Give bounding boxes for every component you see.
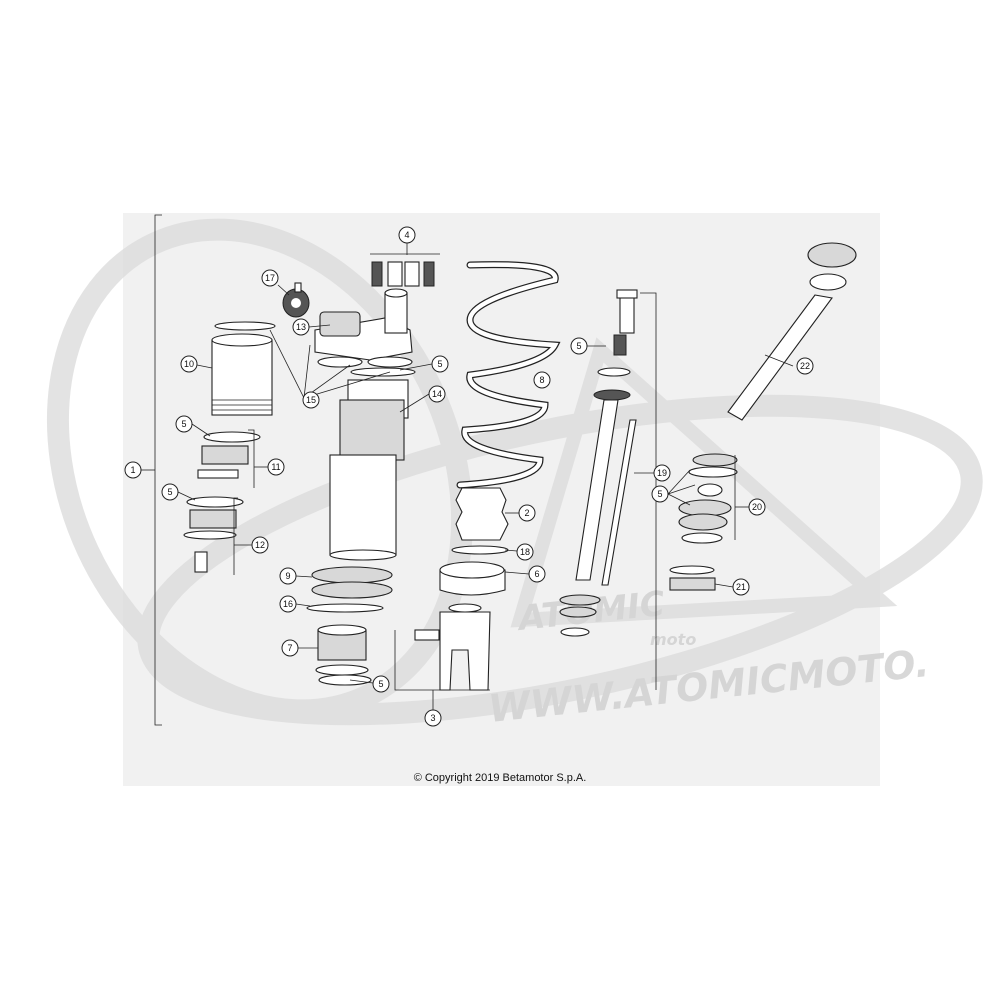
callout-20: 20 xyxy=(748,498,766,516)
part-rod-assembly xyxy=(727,242,857,421)
svg-text:20: 20 xyxy=(752,502,762,512)
callout-5: 5 xyxy=(372,675,390,693)
svg-text:5: 5 xyxy=(657,489,662,499)
callout-6: 6 xyxy=(528,565,546,583)
part-reservoir-head xyxy=(314,288,413,368)
svg-text:15: 15 xyxy=(306,395,316,405)
svg-text:11: 11 xyxy=(271,462,280,472)
svg-text:16: 16 xyxy=(283,599,293,609)
part-spring xyxy=(456,261,561,489)
callout-1: 1 xyxy=(124,461,142,479)
svg-text:6: 6 xyxy=(534,569,539,579)
callout-3: 3 xyxy=(424,709,442,727)
part-valve-group xyxy=(183,496,244,573)
callout-22: 22 xyxy=(796,357,814,375)
callout-12: 12 xyxy=(251,536,269,554)
callout-13: 13 xyxy=(292,318,310,336)
leader-lines xyxy=(177,243,794,710)
svg-text:13: 13 xyxy=(296,322,306,332)
callout-4: 4 xyxy=(398,226,416,244)
callout-19: 19 xyxy=(653,464,671,482)
callout-2: 2 xyxy=(518,504,536,522)
callout-10: 10 xyxy=(180,355,198,373)
part-seal-head xyxy=(315,624,372,686)
part-cylinder xyxy=(211,321,276,416)
part-lower-rings xyxy=(306,566,393,613)
callout-15: 15 xyxy=(302,391,320,409)
svg-text:12: 12 xyxy=(255,540,265,550)
callout-5: 5 xyxy=(161,483,179,501)
svg-text:3: 3 xyxy=(430,713,435,723)
svg-text:18: 18 xyxy=(520,547,530,557)
part-adjuster-knob xyxy=(282,282,310,318)
svg-text:5: 5 xyxy=(181,419,186,429)
part-compression-stack xyxy=(678,453,738,544)
svg-text:5: 5 xyxy=(378,679,383,689)
callout-5: 5 xyxy=(651,485,669,503)
callout-16: 16 xyxy=(279,595,297,613)
svg-text:22: 22 xyxy=(800,361,810,371)
svg-text:5: 5 xyxy=(167,487,172,497)
svg-text:14: 14 xyxy=(432,389,442,399)
callout-14: 14 xyxy=(428,385,446,403)
svg-text:17: 17 xyxy=(265,273,275,283)
callout-8: 8 xyxy=(533,371,551,389)
callout-5: 5 xyxy=(175,415,193,433)
callout-21: 21 xyxy=(732,578,750,596)
callout-5: 5 xyxy=(431,355,449,373)
svg-text:1: 1 xyxy=(130,465,135,475)
callout-9: 9 xyxy=(279,567,297,585)
watermark-logo-subtext: moto xyxy=(650,630,696,649)
part-piston-group xyxy=(197,431,261,479)
svg-text:7: 7 xyxy=(287,643,292,653)
part-damper-rod xyxy=(559,289,638,637)
callout-5: 5 xyxy=(570,337,588,355)
svg-text:10: 10 xyxy=(184,359,194,369)
part-washer xyxy=(451,545,509,555)
svg-text:21: 21 xyxy=(736,582,746,592)
svg-text:2: 2 xyxy=(524,508,529,518)
copyright-text: © Copyright 2019 Betamotor S.p.A. xyxy=(413,772,587,784)
part-bushing-set xyxy=(371,261,435,287)
part-nut xyxy=(669,565,716,591)
part-spring-seat xyxy=(439,561,506,596)
part-bump-stop xyxy=(455,487,509,541)
svg-text:5: 5 xyxy=(576,341,581,351)
assembly-bracket xyxy=(141,214,162,726)
svg-text:19: 19 xyxy=(657,468,667,478)
callout-18: 18 xyxy=(516,543,534,561)
part-shock-body xyxy=(329,367,416,561)
svg-text:9: 9 xyxy=(285,571,290,581)
callout-17: 17 xyxy=(261,269,279,287)
callout-7: 7 xyxy=(281,639,299,657)
callout-11: 11 xyxy=(267,458,285,476)
svg-text:4: 4 xyxy=(404,230,409,240)
svg-text:5: 5 xyxy=(437,359,442,369)
svg-text:8: 8 xyxy=(539,375,544,385)
